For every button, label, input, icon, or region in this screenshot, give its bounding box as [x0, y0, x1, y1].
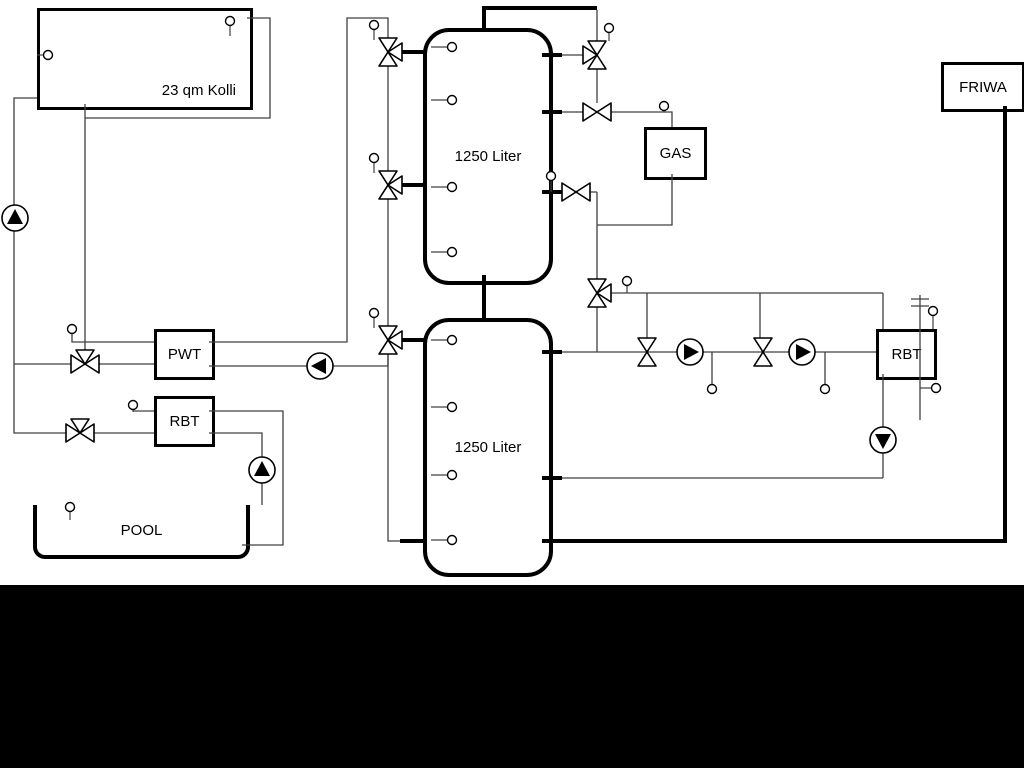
gas-boiler-box: GAS	[644, 127, 707, 180]
temp-sensor-icon	[431, 181, 458, 193]
charge-manifold-pipe	[387, 66, 400, 542]
solar-return-pipe	[13, 97, 66, 434]
temp-sensor-icon	[66, 323, 78, 336]
friwa-secondary-pipe	[911, 295, 929, 420]
lower-right-port-stubs	[542, 350, 562, 480]
buffer-tank-upper-label: 1250 Liter	[454, 148, 522, 165]
footer-band	[0, 585, 1024, 768]
temp-sensor-icon	[368, 307, 380, 328]
rbt-pool-return-pipe	[209, 410, 284, 546]
buffer-tank-upper: 1250 Liter	[423, 28, 553, 285]
boiler-line-pipe	[562, 111, 673, 127]
pwt-manifold-top-pipe	[209, 17, 389, 343]
temp-sensor-icon	[431, 94, 458, 106]
tank-charge-valve-bottom-icon	[378, 325, 403, 355]
gas-boiler-label: GAS	[659, 145, 692, 162]
temp-sensor-icon	[927, 305, 939, 329]
solar-diverter-valve-icon	[70, 349, 100, 374]
rbt-pool-label: RBT	[169, 413, 200, 430]
rbt-dhw-heat-exchanger-box: RBT	[876, 329, 937, 380]
friwa-label: FRIWA	[959, 78, 1007, 96]
temp-sensor-icon	[431, 469, 458, 481]
pool-diverter-valve-icon	[65, 418, 95, 443]
temp-sensor-icon	[37, 49, 54, 61]
upper-right-port-stubs	[542, 53, 562, 194]
pwt-manifold-bottom-pipe	[209, 354, 389, 367]
rbt-dhw-label: RBT	[891, 346, 922, 363]
temp-sensor-icon	[224, 15, 236, 36]
pool-label: POOL	[120, 521, 163, 539]
temp-sensor-icon	[706, 383, 718, 395]
temp-sensor-icon	[658, 100, 670, 112]
charge-pump-icon	[306, 352, 334, 380]
temp-sensor-icon	[603, 22, 615, 41]
temp-sensor-icon	[431, 246, 458, 258]
friwa-station-box: FRIWA	[941, 62, 1024, 112]
temp-sensor-icon	[127, 399, 139, 412]
temp-sensor-icon	[431, 401, 458, 413]
solar-collector-box: 23 qm Kolli	[37, 8, 253, 110]
return-main-pipe	[562, 374, 884, 479]
temp-sensor-icon	[431, 41, 458, 53]
heating-header-valve-icon	[587, 278, 612, 308]
gas-return-pipe	[597, 174, 673, 226]
boiler-check-valve-icon	[582, 102, 612, 122]
header-drop-pipes	[646, 293, 884, 339]
heating-circuit-2-pump-icon	[788, 338, 816, 366]
tank-mid-pipe	[590, 191, 598, 279]
temp-sensor-icon	[545, 170, 557, 192]
temp-sensor-icon	[64, 501, 76, 520]
dhw-pump-icon	[869, 426, 897, 454]
tank-charge-valve-mid-icon	[378, 170, 403, 200]
buffer-tank-lower-label: 1250 Liter	[454, 439, 522, 456]
tank-charge-valve-top-icon	[378, 37, 403, 67]
heating-circuit-1-pump-icon	[676, 338, 704, 366]
temp-sensor-icon	[431, 534, 458, 546]
upper-left-port-stubs	[400, 50, 426, 187]
top-header-pipe	[482, 6, 597, 30]
buffer-tank-lower: 1250 Liter	[423, 318, 553, 577]
boiler-flow-valve-icon	[582, 40, 607, 70]
pwt-label: PWT	[167, 346, 202, 363]
friwa-main-pipe	[542, 106, 1007, 543]
rbt-pool-heat-exchanger-box: RBT	[154, 396, 215, 447]
temp-sensor-icon	[621, 275, 633, 293]
temp-sensor-icon	[431, 334, 458, 346]
solar-collector-label: 23 qm Kolli	[161, 82, 236, 99]
temp-sensor-icon	[920, 382, 942, 394]
temp-sensor-icon	[368, 19, 380, 40]
solar-pump-icon	[1, 204, 29, 232]
pwt-top-left-pipe	[71, 335, 154, 343]
temp-sensor-icon	[819, 383, 831, 395]
sensor-drop-pipes	[711, 352, 826, 384]
pwt-heat-exchanger-box: PWT	[154, 329, 215, 380]
lower-left-port-stubs	[400, 338, 426, 543]
temp-sensor-icon	[368, 152, 380, 173]
solar-flow-pipe	[85, 17, 271, 119]
pool-basin: POOL	[33, 505, 250, 559]
pool-pump-icon	[248, 456, 276, 484]
tank-mid-valve-icon	[561, 182, 591, 202]
